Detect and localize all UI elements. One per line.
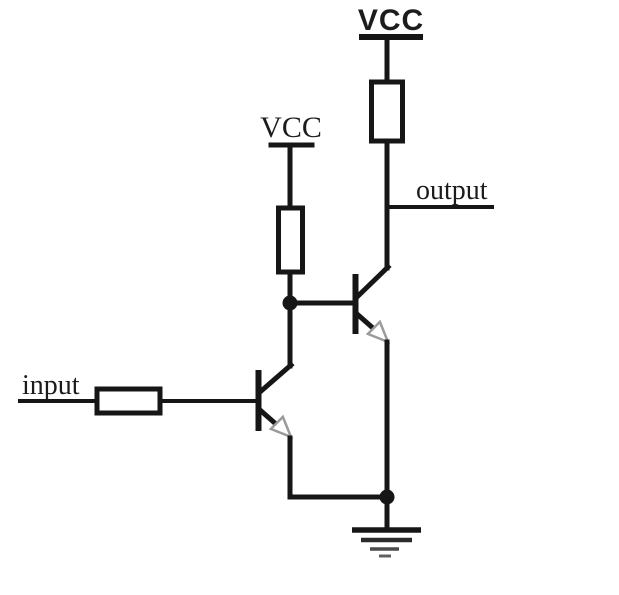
resistor-left-icon <box>276 205 305 275</box>
transistor-q1-icon <box>255 361 295 440</box>
resistor-input-icon <box>94 386 163 416</box>
vcc-top-label: VCC <box>358 4 424 37</box>
vcc-left-label: VCC <box>260 111 322 144</box>
q2-collector-lead <box>353 263 392 301</box>
q2-emitter-lead <box>353 310 378 333</box>
resistor-top-icon <box>369 79 405 144</box>
input-label: input <box>22 370 80 401</box>
transistor-q2-icon <box>352 263 392 345</box>
q2-emitter-arrow-icon <box>365 319 391 345</box>
q1-emitter-arrow-icon <box>268 414 294 440</box>
q1-collector-lead <box>256 361 295 396</box>
ground-symbol-icon <box>352 527 421 558</box>
output-label: output <box>416 175 488 206</box>
q1-emitter-lead <box>256 406 281 429</box>
